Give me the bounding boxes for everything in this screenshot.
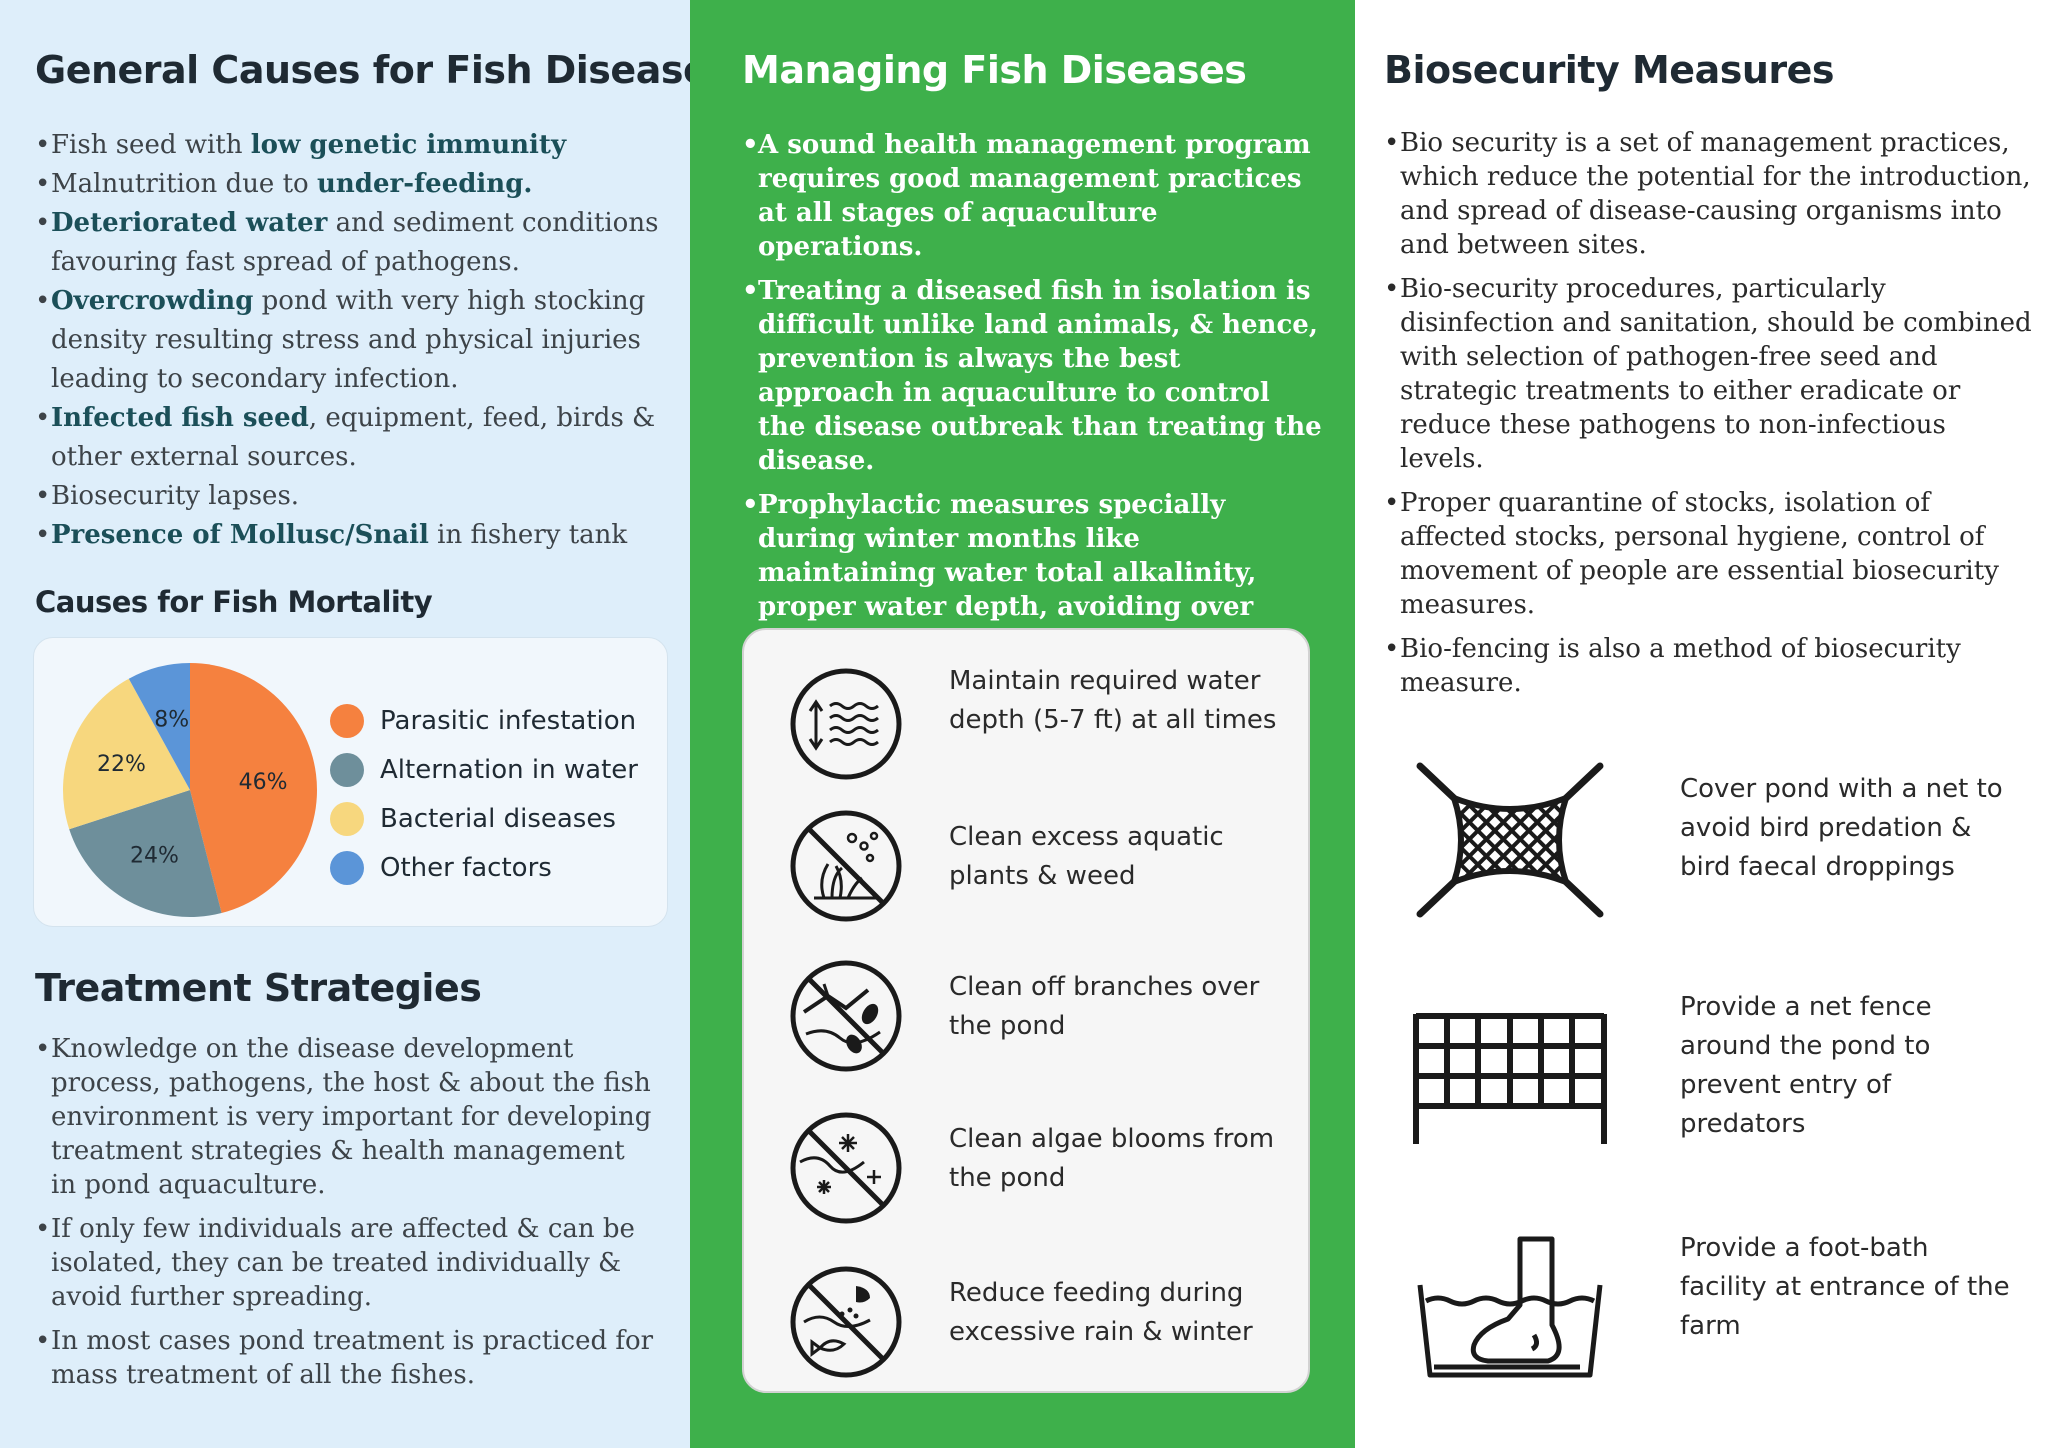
- pie-slice: [62, 678, 190, 830]
- biosecurity-point: Bio security is a set of management prac…: [1384, 126, 2034, 262]
- practice-item: Clean algae blooms from the pond: [744, 1112, 1312, 1232]
- no-branches-icon: [790, 960, 902, 1072]
- cause-item: Overcrowding pond with very high stockin…: [35, 282, 675, 399]
- biosecurity-point: Bio-security procedures, particularly di…: [1384, 272, 2034, 476]
- bio-measure-text: Provide a net fence around the pond to p…: [1680, 992, 1932, 1139]
- no-algae-icon: [790, 1112, 902, 1224]
- cause-item: Presence of Mollusc/Snail in fishery tan…: [35, 516, 675, 555]
- general-causes-title: General Causes for Fish Diseases: [35, 48, 731, 92]
- managing-title: Managing Fish Diseases: [742, 48, 1247, 92]
- cause-emphasis: under-feeding.: [316, 169, 533, 199]
- treatment-title: Treatment Strategies: [35, 966, 482, 1010]
- no-overfeeding-icon: [790, 1266, 902, 1378]
- legend-label: Bacterial diseases: [380, 803, 616, 834]
- legend-item: Parasitic infestation: [330, 696, 638, 745]
- practice-text: Clean excess aquatic plants & weed: [949, 822, 1224, 891]
- practice-item: Reduce feeding during excessive rain & w…: [744, 1266, 1312, 1386]
- legend-label: Parasitic infestation: [380, 705, 637, 736]
- treatment-list: Knowledge on the disease development pro…: [35, 1032, 655, 1402]
- pie-slice-label: 8%: [154, 708, 189, 733]
- pie-slice-label: 24%: [130, 844, 179, 869]
- legend-swatch: [330, 703, 364, 738]
- bio-measure-text: Cover pond with a net to avoid bird pred…: [1680, 774, 2003, 882]
- treatment-item: If only few individuals are affected & c…: [35, 1212, 655, 1314]
- legend-label: Other factors: [380, 852, 552, 883]
- cause-item: Biosecurity lapses.: [35, 477, 675, 516]
- legend-swatch: [330, 752, 364, 787]
- treatment-item: In most cases pond treatment is practice…: [35, 1324, 655, 1392]
- managing-point: A sound health management program requir…: [742, 128, 1322, 264]
- practice-item: Maintain required water depth (5-7 ft) a…: [744, 666, 1312, 788]
- causes-list: Fish seed with low genetic immunityMalnu…: [35, 126, 675, 555]
- legend-item: Alternation in water: [330, 745, 638, 794]
- cause-text: , equipment, feed, birds & other externa…: [51, 403, 656, 472]
- cause-emphasis: Infected fish seed: [51, 403, 309, 433]
- cause-text: Malnutrition due to: [51, 169, 317, 199]
- cause-item: Fish seed with low genetic immunity: [35, 126, 675, 165]
- biosecurity-list: Bio security is a set of management prac…: [1384, 126, 2034, 710]
- cause-text: pond with very high stocking density res…: [51, 286, 646, 394]
- net-fence-icon: [1413, 1013, 1607, 1144]
- managing-point: Prophylactic measures specially during w…: [742, 488, 1322, 692]
- foot-bath-icon: [1417, 1236, 1603, 1378]
- pond-net-icon: [1416, 762, 1604, 918]
- practice-text: Clean algae blooms from the pond: [949, 1124, 1275, 1193]
- practice-text: Clean off branches over the pond: [949, 972, 1260, 1041]
- managing-point: Treating a diseased fish in isolation is…: [742, 274, 1322, 478]
- pie-slice: [190, 663, 317, 914]
- pie-slice: [69, 790, 222, 917]
- mortality-title: Causes for Fish Mortality: [35, 585, 433, 619]
- managing-list: A sound health management program requir…: [742, 128, 1322, 702]
- practice-item: Clean off branches over the pond: [744, 960, 1312, 1080]
- practice-text: Reduce feeding during excessive rain & w…: [949, 1278, 1253, 1347]
- biosecurity-point: Proper quarantine of stocks, isolation o…: [1384, 486, 2034, 622]
- cause-item: Malnutrition due to under-feeding.: [35, 165, 675, 204]
- practices-card: Maintain required water depth (5-7 ft) a…: [742, 628, 1310, 1393]
- cause-emphasis: Presence of Mollusc/Snail: [51, 520, 429, 550]
- cause-text: in fishery tank: [428, 520, 628, 550]
- cause-item: Infected fish seed, equipment, feed, bir…: [35, 399, 675, 477]
- biosecurity-point: Bio-fencing is also a method of biosecur…: [1384, 632, 2034, 700]
- pie-slice: [128, 663, 190, 790]
- practice-item: Clean excess aquatic plants & weed: [744, 810, 1312, 930]
- pie-slice-label: 46%: [239, 770, 288, 795]
- cause-emphasis: Deteriorated water: [51, 208, 328, 238]
- no-aquatic-weed-icon: [790, 810, 902, 922]
- cause-text: Fish seed with: [51, 130, 251, 160]
- legend-item: Bacterial diseases: [330, 794, 638, 843]
- biosecurity-title: Biosecurity Measures: [1384, 48, 1835, 92]
- practice-text: Maintain required water depth (5-7 ft) a…: [949, 666, 1277, 735]
- cause-text: and sediment conditions favouring fast s…: [51, 208, 659, 277]
- legend-label: Alternation in water: [380, 754, 638, 785]
- legend-swatch: [330, 850, 364, 885]
- water-depth-icon: [790, 668, 902, 780]
- cause-text: Biosecurity lapses.: [51, 481, 300, 511]
- treatment-item: Knowledge on the disease development pro…: [35, 1032, 655, 1202]
- bio-measure-text: Provide a foot-bath facility at entrance…: [1680, 1233, 2010, 1341]
- cause-emphasis: Overcrowding: [51, 286, 254, 316]
- mortality-pie-chart: 46% 24% 22% 8%: [62, 663, 317, 917]
- cause-emphasis: low genetic immunity: [250, 130, 567, 160]
- cause-item: Deteriorated water and sediment conditio…: [35, 204, 675, 282]
- pie-slice-label: 22%: [97, 752, 146, 777]
- legend-swatch: [330, 801, 364, 836]
- legend-item: Other factors: [330, 843, 638, 892]
